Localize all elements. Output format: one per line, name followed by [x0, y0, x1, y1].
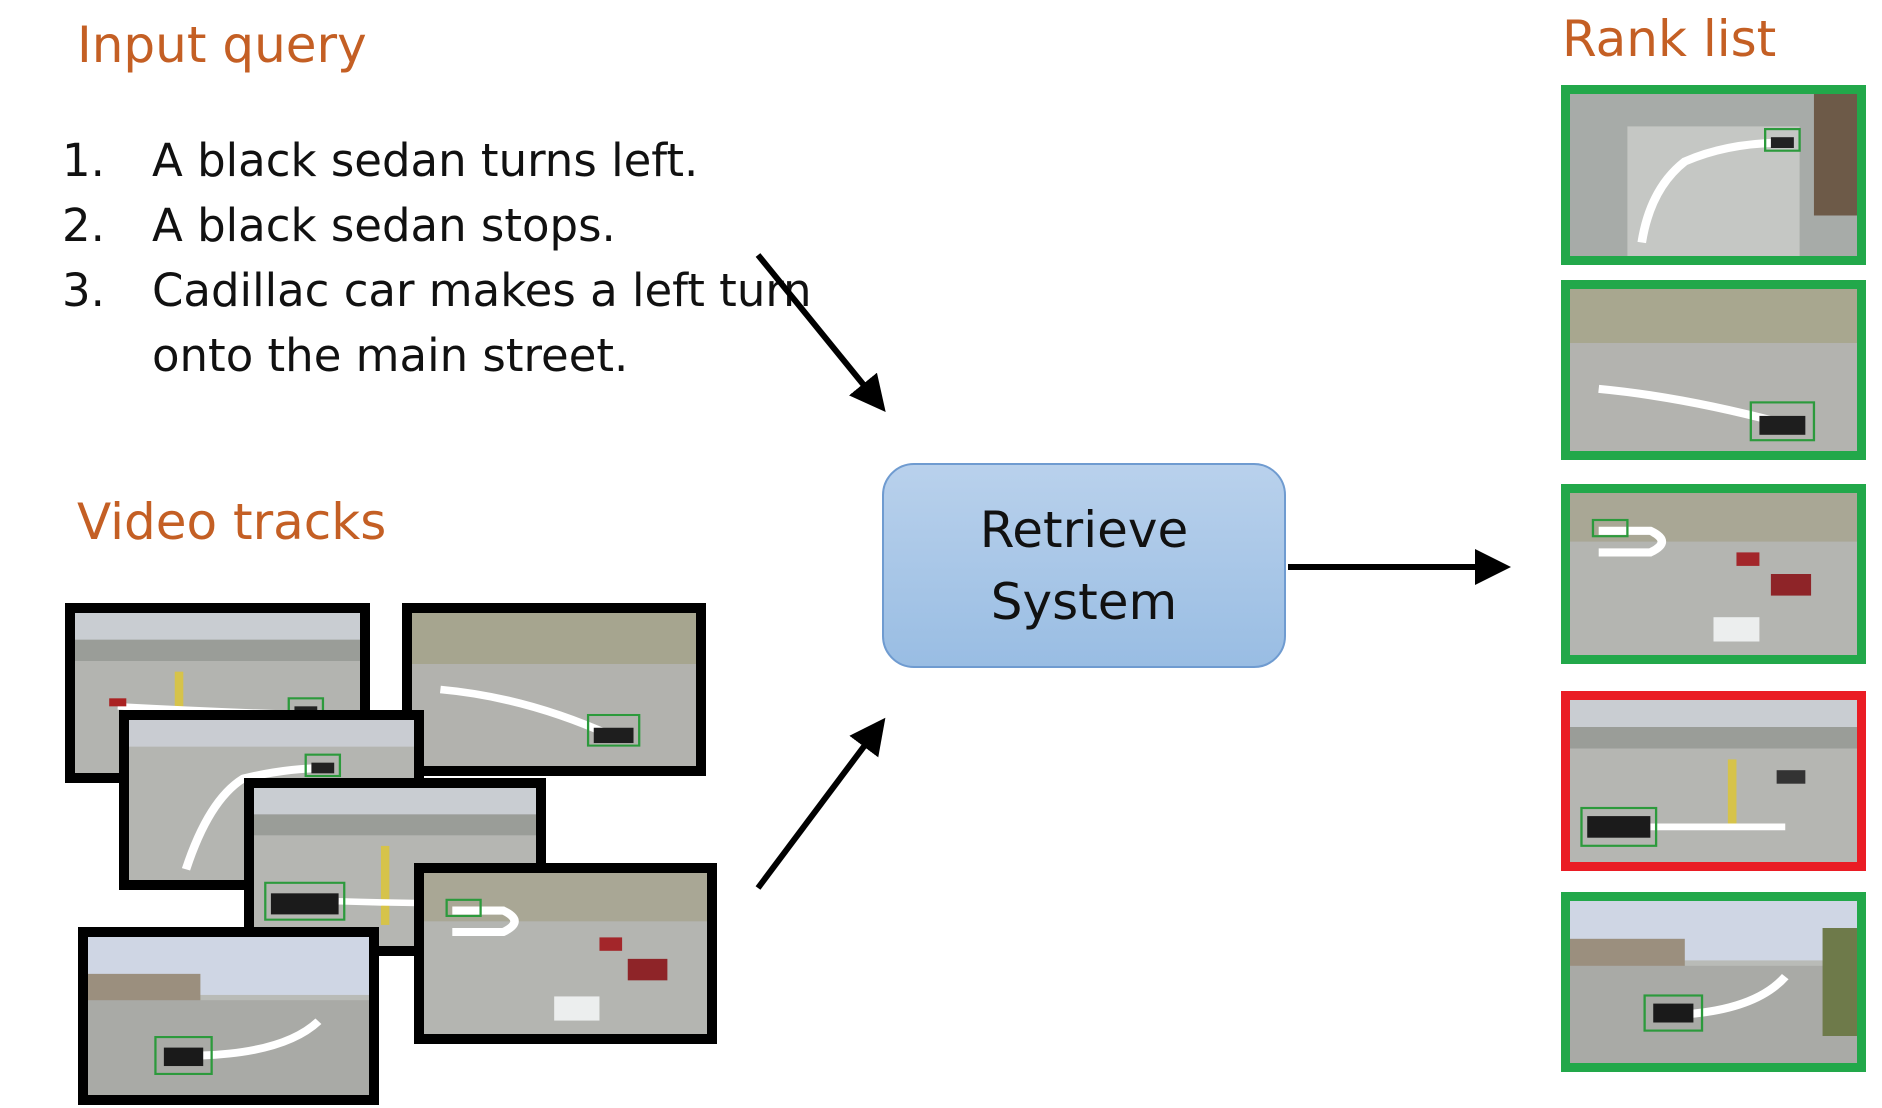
query-list: 1. A black sedan turns left. 2. A black … [62, 128, 812, 388]
query-text: A black sedan stops. [152, 199, 616, 252]
road-scene-icon [1570, 901, 1857, 1063]
road-scene-icon [412, 613, 696, 766]
rank-list-item-2 [1561, 280, 1866, 460]
rank-list-item-3 [1561, 484, 1866, 664]
query-item-1: 1. A black sedan turns left. [62, 128, 812, 193]
video-track-thumbnail [402, 603, 706, 776]
rank-list-item-4 [1561, 691, 1866, 871]
query-item-3: 3. Cadillac car makes a left turn onto t… [62, 258, 812, 388]
road-scene-icon [1570, 700, 1857, 862]
query-number: 3. [62, 264, 105, 317]
query-text: A black sedan turns left. [152, 134, 699, 187]
retrieve-system-box: Retrieve System [882, 463, 1286, 668]
road-scene-icon [1570, 289, 1857, 451]
rank-list-item-1 [1561, 85, 1866, 265]
video-track-thumbnail [414, 863, 717, 1044]
query-text: Cadillac car makes a left turn onto the … [152, 264, 812, 382]
query-item-2: 2. A black sedan stops. [62, 193, 812, 258]
video-track-thumbnail [78, 927, 379, 1105]
road-scene-icon [424, 873, 707, 1034]
rank-list-heading: Rank list [1562, 10, 1777, 68]
query-number: 1. [62, 134, 105, 187]
road-scene-icon [1570, 94, 1857, 256]
rank-list-item-5 [1561, 892, 1866, 1072]
road-scene-icon [88, 937, 369, 1095]
input-query-heading: Input query [77, 16, 367, 74]
query-number: 2. [62, 199, 105, 252]
retrieve-system-label: Retrieve System [979, 500, 1189, 631]
video-tracks-heading: Video tracks [77, 493, 387, 551]
road-scene-icon [1570, 493, 1857, 655]
tracks-to-system-arrow [755, 717, 886, 890]
